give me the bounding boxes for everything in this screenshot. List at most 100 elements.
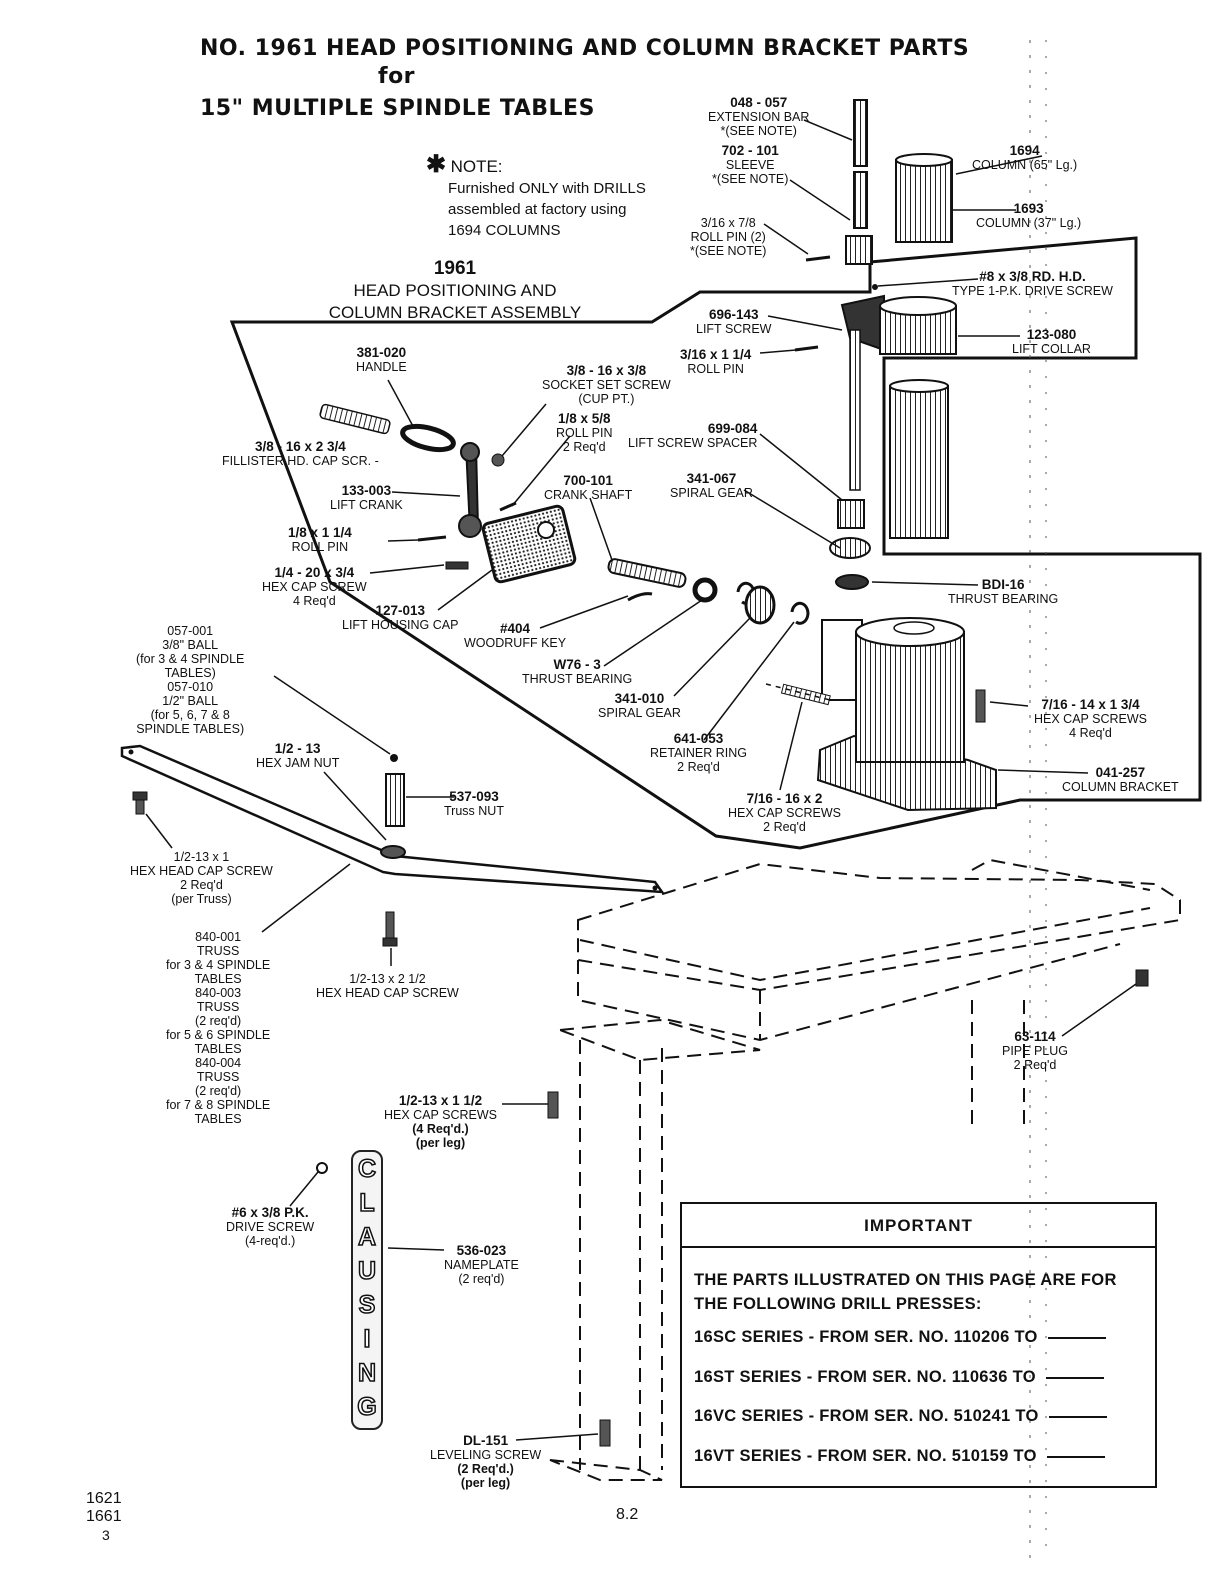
hex-cap-screw-bracket xyxy=(975,689,986,723)
sleeve xyxy=(853,171,868,229)
footer-code: 3 xyxy=(102,1527,110,1543)
roll-pin-1-8 xyxy=(417,535,447,542)
woodruff-key xyxy=(627,592,653,602)
part-label-drive-screw-type1: #8 x 3/8 RD. H.D.TYPE 1-P.K. DRIVE SCREW xyxy=(952,269,1113,299)
nameplate-letter: U xyxy=(357,1256,377,1286)
page-title-line2: for xyxy=(378,64,416,89)
clausing-nameplate: C L A U S I N G xyxy=(351,1150,383,1430)
page-number: 8.2 xyxy=(616,1506,639,1523)
crank-shaft xyxy=(607,558,687,588)
serial-row: 16SC SERIES - FROM SER. NO. 110206 TO xyxy=(694,1328,1106,1347)
page-title-line1: NO. 1961 HEAD POSITIONING AND COLUMN BRA… xyxy=(200,36,970,61)
hex-cap-screw-leg xyxy=(547,1091,559,1119)
column-1693 xyxy=(889,385,949,539)
nameplate-letter: C xyxy=(357,1154,377,1184)
assembly-title: 1961 HEAD POSITIONING AND COLUMN BRACKET… xyxy=(320,258,590,324)
lift-housing-cap xyxy=(481,504,577,584)
fill-in-blank xyxy=(1048,1415,1107,1419)
note-line: 1694 COLUMNS xyxy=(448,222,561,239)
leader-lines xyxy=(145,119,1137,1441)
note-line: assembled at factory using xyxy=(448,201,627,218)
pipe-plug xyxy=(1135,969,1149,987)
fill-in-blank xyxy=(1045,1376,1104,1380)
assembly-number: 1961 xyxy=(433,258,477,279)
truss-nut xyxy=(385,773,405,827)
leveling-screw xyxy=(599,1419,611,1447)
part-label-drive-screw-pk: #6 x 3/8 P.K.DRIVE SCREW(4-req'd.) xyxy=(226,1205,315,1249)
assembly-outline xyxy=(229,236,1202,850)
socket-set-screw xyxy=(491,453,505,467)
important-intro: THE PARTS ILLUSTRATED ON THIS PAGE ARE F… xyxy=(694,1268,1117,1316)
footer-codes: 1621 1661 3 xyxy=(86,1490,122,1544)
lift-screw xyxy=(849,329,861,491)
thrust-bearing-w76 xyxy=(692,577,718,603)
serial-row: 16VT SERIES - FROM SER. NO. 510159 TO xyxy=(694,1447,1105,1466)
assembly-name-line2: COLUMN BRACKET ASSEMBLY xyxy=(328,303,582,322)
nameplate-letter: N xyxy=(357,1358,377,1388)
column-1694 xyxy=(895,159,953,243)
note-heading: NOTE: xyxy=(450,157,503,176)
nameplate-letter: L xyxy=(359,1188,376,1218)
footer-code: 1661 xyxy=(86,1508,122,1525)
fill-in-blank xyxy=(1047,1336,1106,1340)
drive-screw-pk xyxy=(316,1162,328,1174)
ball xyxy=(390,754,398,762)
table-outline xyxy=(549,858,1181,1481)
fill-in-blank xyxy=(1046,1455,1105,1459)
assembly-name-line1: HEAD POSITIONING AND xyxy=(353,281,557,300)
spiral-gear-341-067 xyxy=(829,537,871,559)
extension-bar xyxy=(853,99,868,167)
important-box: IMPORTANT THE PARTS ILLUSTRATED ON THIS … xyxy=(680,1202,1157,1488)
note-block: ✱ NOTE: xyxy=(426,150,503,179)
nameplate-letter: A xyxy=(357,1222,377,1252)
truss-nut-hex-jam xyxy=(380,845,406,859)
important-title: IMPORTANT xyxy=(682,1204,1155,1248)
roll-pin xyxy=(805,255,831,262)
truss xyxy=(120,744,665,894)
column-collar xyxy=(845,235,873,265)
important-intro-line: THE PARTS ILLUSTRATED ON THIS PAGE ARE F… xyxy=(694,1271,1117,1289)
page-title-line3: 15" MULTIPLE SPINDLE TABLES xyxy=(200,96,595,121)
handle xyxy=(400,423,456,453)
serial-row: 16VC SERIES - FROM SER. NO. 510241 TO xyxy=(694,1407,1107,1426)
nameplate-letter: S xyxy=(358,1290,376,1320)
thrust-bearing-bdi16 xyxy=(835,574,869,590)
serial-row: 16ST SERIES - FROM SER. NO. 110636 TO xyxy=(694,1368,1104,1387)
spiral-gear-341-010 xyxy=(744,585,776,625)
